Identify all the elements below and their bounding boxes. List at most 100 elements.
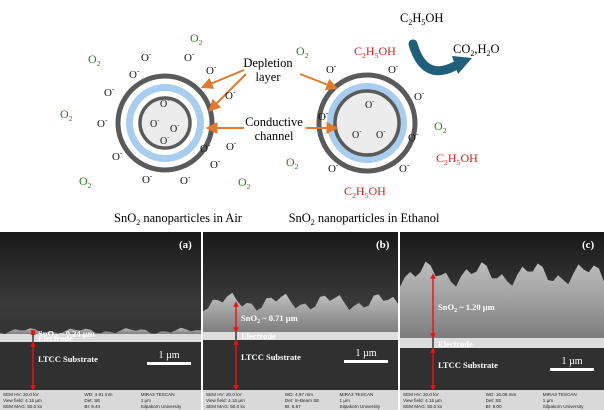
panel-letter: (b) — [376, 239, 390, 251]
sno2-film — [203, 292, 398, 332]
electrode-layer — [203, 332, 398, 340]
sem-info-text: MIRA3 TESCAN — [340, 392, 374, 397]
o2-molecule-5: O2 — [296, 44, 309, 60]
arrow-depletion-air-outer — [200, 69, 245, 89]
sem-info-text: SEM MAG: 50.0 kx — [206, 404, 246, 409]
sem-info-text: Det: In-Beam SE — [285, 398, 319, 403]
panel-letter: (a) — [179, 239, 192, 251]
oxygen-ion-ethanol-core-1: O- — [352, 128, 361, 141]
channel-label-line2: channel — [255, 129, 294, 143]
o2-molecule-4: O2 — [238, 175, 251, 191]
oxygen-ion-air-outer-4: O- — [206, 63, 217, 77]
sem-info-text: SEM HV: 20.0 kV — [3, 392, 40, 397]
oxygen-ion-air-outer-7: O- — [142, 172, 153, 186]
electrode-label: Electrode — [438, 339, 473, 349]
sem-info-bar — [400, 390, 604, 410]
sem-info-bar — [203, 390, 398, 410]
o2-molecule-1: O2 — [190, 31, 203, 47]
sem-info-text: MIRA3 TESCAN — [141, 392, 175, 397]
ethanol-molecule-0: C2H5OH — [354, 44, 396, 60]
oxygen-ion-air-outer-3: O- — [129, 67, 140, 81]
sem-info-bar — [0, 390, 201, 410]
oxygen-ion-air-outer-11: O- — [226, 139, 237, 153]
o2-molecule-7: O2 — [286, 155, 299, 171]
arrow-depletion-ethanol — [299, 73, 339, 91]
sem-info-text: Det: SE — [84, 398, 100, 403]
oxygen-ion-air-outer-1: O- — [184, 50, 195, 64]
sem-info-text: View field: 4.15 µm — [403, 398, 442, 403]
sem-info-text: View field: 4.15 µm — [206, 398, 245, 403]
scale-bar — [147, 362, 191, 365]
sem-info-text: Silpakorn University — [141, 404, 182, 409]
sem-info-text: BI: 9.44 — [84, 404, 100, 409]
sem-info-text: View field: 4.15 µm — [3, 398, 42, 403]
captions: SnO2 nanoparticles in Air SnO2 nanoparti… — [114, 211, 440, 227]
sem-info-text: BI: 8.67 — [285, 404, 301, 409]
labels: Depletion layer Conductive channel — [243, 56, 303, 143]
oxygen-ion-air-core-2: O- — [170, 122, 179, 135]
oxygen-ion-air-outer-9: O- — [210, 157, 221, 171]
oxygen-ion-air-outer-10: O- — [200, 141, 211, 155]
sem-info-text: SEM MAG: 50.0 kx — [403, 404, 443, 409]
sem-info-text: SEM HV: 20.0 kV — [206, 392, 243, 397]
panel-letter: (c) — [582, 239, 595, 251]
oxygen-ion-ethanol-core-0: O- — [365, 98, 374, 111]
oxygen-ion-ethanol-core-2: O- — [376, 128, 385, 141]
oxygen-ion-air-outer-6: O- — [112, 149, 123, 163]
scale-label: 1 µm — [561, 356, 582, 367]
oxygen-ion-air-outer-5: O- — [97, 116, 108, 130]
sem-info-text: SEM HV: 20.0 kV — [403, 392, 440, 397]
o2-molecule-0: O2 — [88, 52, 101, 68]
ethanol-molecule-2: C2H5OH — [344, 184, 386, 200]
sem-info-text: Det: SE — [486, 398, 502, 403]
oxygen-ion-ethanol-outer-4: O- — [399, 161, 410, 175]
o2-molecule-6: O2 — [434, 119, 447, 135]
caption-air: SnO2 nanoparticles in Air — [114, 211, 243, 227]
oxygen-ion-air-outer-0: O- — [141, 50, 152, 64]
reaction-ethanol: C2H5OH — [400, 11, 443, 27]
depletion-label-line1: Depletion — [243, 56, 293, 70]
sno2-film — [400, 261, 604, 338]
o2-molecule-2: O2 — [60, 107, 73, 123]
scale-bar — [550, 368, 594, 371]
oxygen-ion-ethanol-outer-2: O- — [318, 109, 329, 123]
scale-bar — [344, 360, 388, 363]
sem-info-text: 1 µm — [141, 398, 151, 403]
sem-info-text: BI: 9.00 — [486, 404, 502, 409]
substrate-label: LTCC Substrate — [38, 354, 98, 364]
substrate-label: LTCC Substrate — [241, 352, 301, 362]
oxygen-ion-air-outer-2: O- — [104, 85, 115, 99]
reaction-product: CO2,H2O — [453, 42, 500, 58]
sno2-film — [0, 327, 201, 334]
channel-label-line1: Conductive — [245, 115, 303, 129]
electrode-layer — [400, 338, 604, 348]
thickness-label: SnO2 ~ 0.71 µm — [241, 313, 298, 325]
reaction-curved-arrow — [408, 39, 472, 76]
oxygen-ion-ethanol-outer-1: O- — [388, 62, 399, 76]
sem-info-text: SEM MAG: 50.0 kx — [3, 404, 43, 409]
oxygen-ion-ethanol-outer-5: O- — [408, 130, 419, 144]
oxygen-ion-ethanol-outer-0: O- — [326, 62, 337, 76]
arrow-depletion-air-inner — [208, 73, 247, 112]
sem-info-text: MIRA3 TESCAN — [543, 392, 577, 397]
oxygen-ion-air-outer-12: O- — [225, 88, 236, 102]
o2-molecule-3: O2 — [79, 174, 92, 190]
scale-label: 1 µm — [355, 348, 376, 359]
sem-info-text: Silpakorn University — [340, 404, 381, 409]
oxygen-ion-air-core-0: O- — [160, 97, 169, 110]
substrate-label: LTCC Substrate — [438, 360, 498, 370]
electrode-label: Electrode — [38, 333, 73, 343]
sem-info-text: 1 µm — [340, 398, 350, 403]
sem-info-text: 1 µm — [543, 398, 553, 403]
oxygen-ion-ethanol-outer-3: O- — [328, 161, 339, 175]
oxygen-ion-ethanol-outer-6: O- — [414, 89, 425, 103]
particle-air-core — [138, 96, 192, 150]
ethanol-molecule-1: C2H5OH — [436, 151, 478, 167]
electrode-label: Electrode — [241, 331, 276, 341]
sem-info-text: WD: 4.91 mm — [84, 392, 112, 397]
oxygen-ion-air-outer-8: O- — [180, 173, 191, 187]
